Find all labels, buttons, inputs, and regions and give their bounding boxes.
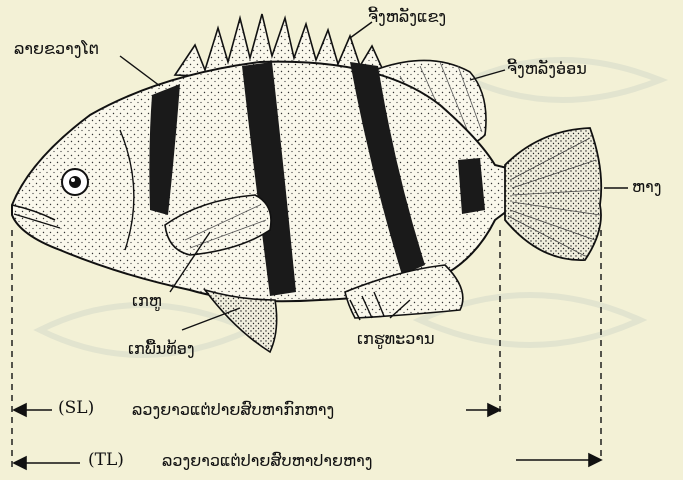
- sl-abbreviation: (SL): [58, 398, 94, 418]
- label-lateral-line: ລາຍຂວາງໂຕ: [14, 40, 99, 58]
- label-tail: ຫາງ: [632, 178, 661, 196]
- tl-abbreviation: (TL): [88, 450, 124, 470]
- caudal-fin-shape: [505, 128, 601, 260]
- eye: [62, 169, 88, 195]
- label-pelvic-fin: ເກພື້ນທ້ອງ: [128, 340, 195, 358]
- label-pectoral-fin: ເກຫູ: [132, 292, 162, 310]
- label-soft-dorsal-fin: ຈີ້ງຫລັງອ່ອນ: [507, 60, 587, 78]
- label-anal-fin: ເກຮູທະວານ: [357, 330, 435, 348]
- label-spiny-dorsal-fin: ຈີ້ງຫລັງແຂງ: [368, 8, 446, 26]
- sl-description: ລວງຍາວແຕ່ປາຍສົບຫາກົກຫາງ: [132, 401, 334, 419]
- tl-description: ລວງຍາວແຕ່ປາຍສົບຫາປາຍຫາງ: [162, 452, 372, 470]
